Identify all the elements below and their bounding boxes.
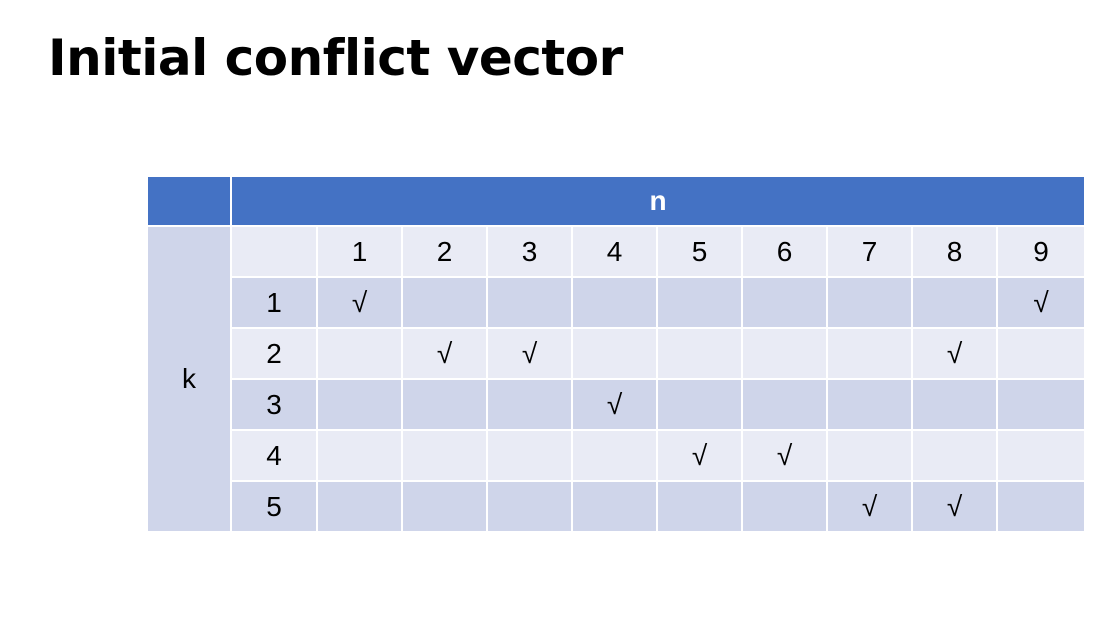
row-label-header [230,225,318,278]
table-cell [741,327,828,380]
table-cell: √ [571,378,658,431]
table-cell [571,480,658,533]
table-cell [486,429,573,482]
table-cell [316,429,403,482]
table-cell [656,276,743,329]
column-header: 8 [911,225,998,278]
table-cell: √ [911,480,998,533]
table-cell [826,276,913,329]
column-header: 6 [741,225,828,278]
table-cell [571,276,658,329]
column-header: 2 [401,225,488,278]
table-cell [656,480,743,533]
table-row: 2 √ √ √ [147,327,1087,380]
table-cell: √ [316,276,403,329]
column-header: 1 [316,225,403,278]
column-number-row: k 1 2 3 4 5 6 7 8 9 [146,225,1087,533]
row-label: 1 [230,276,318,329]
table-cell: √ [656,429,743,482]
table-cell: √ [741,429,828,482]
column-header: 5 [656,225,743,278]
table-cell [826,429,913,482]
table-cell [571,327,658,380]
table-cell [401,378,488,431]
table-cell [401,429,488,482]
column-group-label: n [229,175,1087,227]
table-cell [656,378,743,431]
row-label: 5 [230,480,318,533]
column-header: 9 [995,225,1087,278]
row-group-label: k [146,225,232,533]
table-row: 4 √ √ [147,429,1087,482]
table-cell [401,276,488,329]
table-cell [911,429,998,482]
row-label: 2 [230,327,318,380]
table-cell [995,429,1087,482]
table-cell [401,480,488,533]
header-row: n [146,175,1087,227]
table-cell [741,480,828,533]
table-cell: √ [995,276,1087,329]
table-cell: √ [486,327,573,380]
corner-cell [146,175,232,227]
table-cell [911,276,998,329]
table-cell [656,327,743,380]
table-cell [741,378,828,431]
column-header: 3 [486,225,573,278]
table-cell: √ [401,327,488,380]
table-cell [571,429,658,482]
table-cell [486,276,573,329]
table-cell [911,378,998,431]
table-cell [316,480,403,533]
row-label: 3 [230,378,318,431]
table-row: 5 √ √ [147,480,1087,533]
table-cell [826,327,913,380]
table-cell [995,480,1087,533]
table-row: 3 √ [147,378,1087,431]
table-cell: √ [826,480,913,533]
conflict-vector-table: n k 1 2 3 4 5 6 7 8 9 1 √ √ 2 [146,175,1087,533]
table-cell [316,378,403,431]
table-cell [316,327,403,380]
row-label: 4 [230,429,318,482]
table-cell: √ [911,327,998,380]
table-cell [741,276,828,329]
table-cell [486,480,573,533]
slide-title: Initial conflict vector [48,29,623,87]
table-row: 1 √ √ [147,276,1087,329]
table-cell [995,378,1087,431]
table-cell [995,327,1087,380]
table-cell [486,378,573,431]
column-header: 7 [826,225,913,278]
column-header: 4 [571,225,658,278]
table-cell [826,378,913,431]
